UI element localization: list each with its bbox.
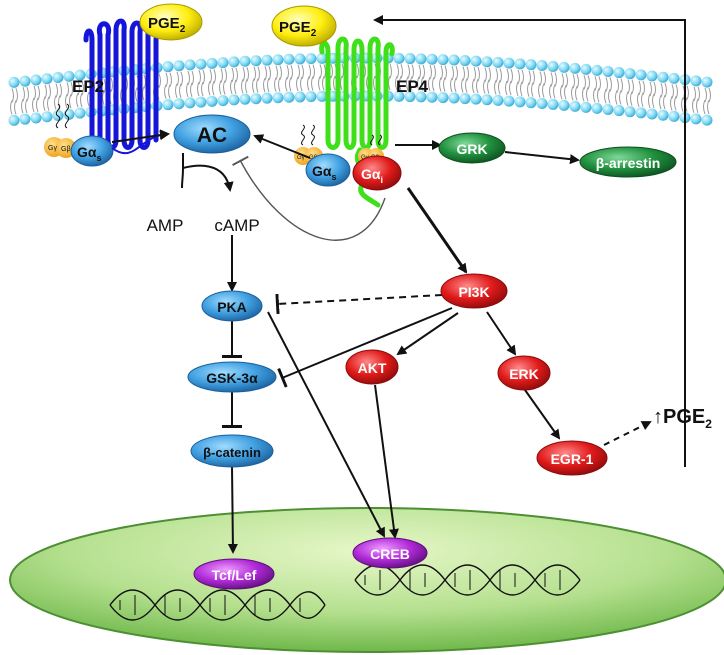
svg-text:Gγ: Gγ — [297, 155, 305, 161]
node-ac: AC — [173, 114, 251, 154]
edge-gai-inhibits-ac — [232, 155, 386, 241]
edge-grk-to-arrestin — [504, 151, 580, 165]
node-akt: AKT — [345, 349, 399, 385]
ep4-label: EP4 — [396, 77, 429, 96]
svg-text:PGE2: PGE2 — [279, 19, 317, 39]
edge-pka-to-creb — [267, 311, 385, 538]
pge2-ligand-left: PGE2 — [139, 3, 203, 41]
edge-erk-to-egr1 — [524, 389, 561, 440]
node-beta-catenin: β-catenin — [190, 434, 274, 468]
svg-text:PGE2: PGE2 — [148, 15, 186, 35]
g-beta-left-label: Gβ — [61, 146, 70, 153]
svg-text:β-arrestin: β-arrestin — [596, 155, 661, 171]
node-tcf-lef: Tcf/Lef — [193, 558, 275, 590]
svg-text:PI3K: PI3K — [458, 284, 489, 300]
pge2-output-label: ↑PGE2 — [653, 406, 712, 431]
edge-akt-to-creb — [374, 384, 399, 539]
camp-label: cAMP — [214, 216, 259, 235]
g-protein-complex-right: Gγ Gβ Gγ Gβ Gαs Gαi — [294, 124, 402, 191]
svg-text:Gαs: Gαs — [312, 163, 337, 182]
svg-text:Tcf/Lef: Tcf/Lef — [212, 567, 257, 583]
edge-egr1-to-pge2 — [603, 421, 652, 446]
svg-text:β-catenin: β-catenin — [203, 445, 261, 460]
pathway-edges — [111, 15, 686, 554]
g-alpha-s-right — [305, 153, 351, 187]
edge-bcatenin-to-tcf — [227, 466, 238, 554]
edge-gas-right-to-ac — [253, 134, 311, 159]
svg-text:ERK: ERK — [509, 366, 539, 382]
node-pka: PKA — [201, 290, 263, 322]
amp-label: AMP — [147, 216, 184, 235]
svg-text:PKA: PKA — [217, 299, 247, 315]
edge-gai-to-pi3k — [406, 187, 468, 274]
dna-helix-left — [109, 589, 326, 621]
svg-text:EGR-1: EGR-1 — [551, 451, 594, 467]
edge-pi3k-inhibits-pka — [275, 293, 443, 315]
svg-text:GSK-3α: GSK-3α — [206, 370, 258, 386]
pge2-left-sub: 2 — [180, 24, 186, 35]
node-egr1: EGR-1 — [536, 440, 608, 476]
ep2-label: EP2 — [72, 77, 104, 96]
svg-text:AC: AC — [197, 124, 227, 147]
nucleus — [9, 507, 724, 653]
svg-text:↑PGE2: ↑PGE2 — [653, 406, 712, 431]
node-beta-arrestin: β-arrestin — [579, 146, 677, 178]
edge-pi3k-inhibits-gsk — [277, 307, 453, 388]
node-gsk3a: GSK-3α — [187, 361, 277, 393]
ep2-receptor: EP2 — [72, 18, 159, 150]
node-pi3k: PI3K — [440, 273, 508, 309]
pge2-left-text: PGE — [148, 15, 180, 32]
g-protein-complex-left: Gγ Gβ Gαs — [44, 103, 114, 167]
g-alpha-s-left — [70, 135, 114, 167]
edge-pi3k-to-akt — [396, 312, 459, 356]
g-gamma-left-label: Gγ — [48, 145, 57, 152]
edge-pi3k-to-erk — [486, 311, 517, 356]
dna-helix-right — [354, 564, 581, 596]
svg-text:Gαs: Gαs — [77, 144, 102, 163]
edge-ac-to-amp — [181, 153, 184, 189]
pge2-right-text: PGE — [279, 19, 311, 36]
edge-pge2-feedback — [373, 15, 686, 467]
up-arrow-icon: ↑ — [653, 406, 663, 428]
node-grk: GRK — [438, 132, 506, 164]
svg-text:AKT: AKT — [358, 360, 387, 376]
pge2-ligand-right: PGE2 — [271, 5, 337, 47]
svg-text:Gαi: Gαi — [361, 166, 383, 185]
svg-text:GRK: GRK — [456, 141, 487, 157]
pge2-right-sub: 2 — [311, 28, 317, 39]
g-alpha-i-node — [352, 155, 402, 191]
svg-text:CREB: CREB — [370, 546, 410, 562]
node-erk: ERK — [497, 355, 551, 391]
node-creb: CREB — [352, 537, 428, 569]
